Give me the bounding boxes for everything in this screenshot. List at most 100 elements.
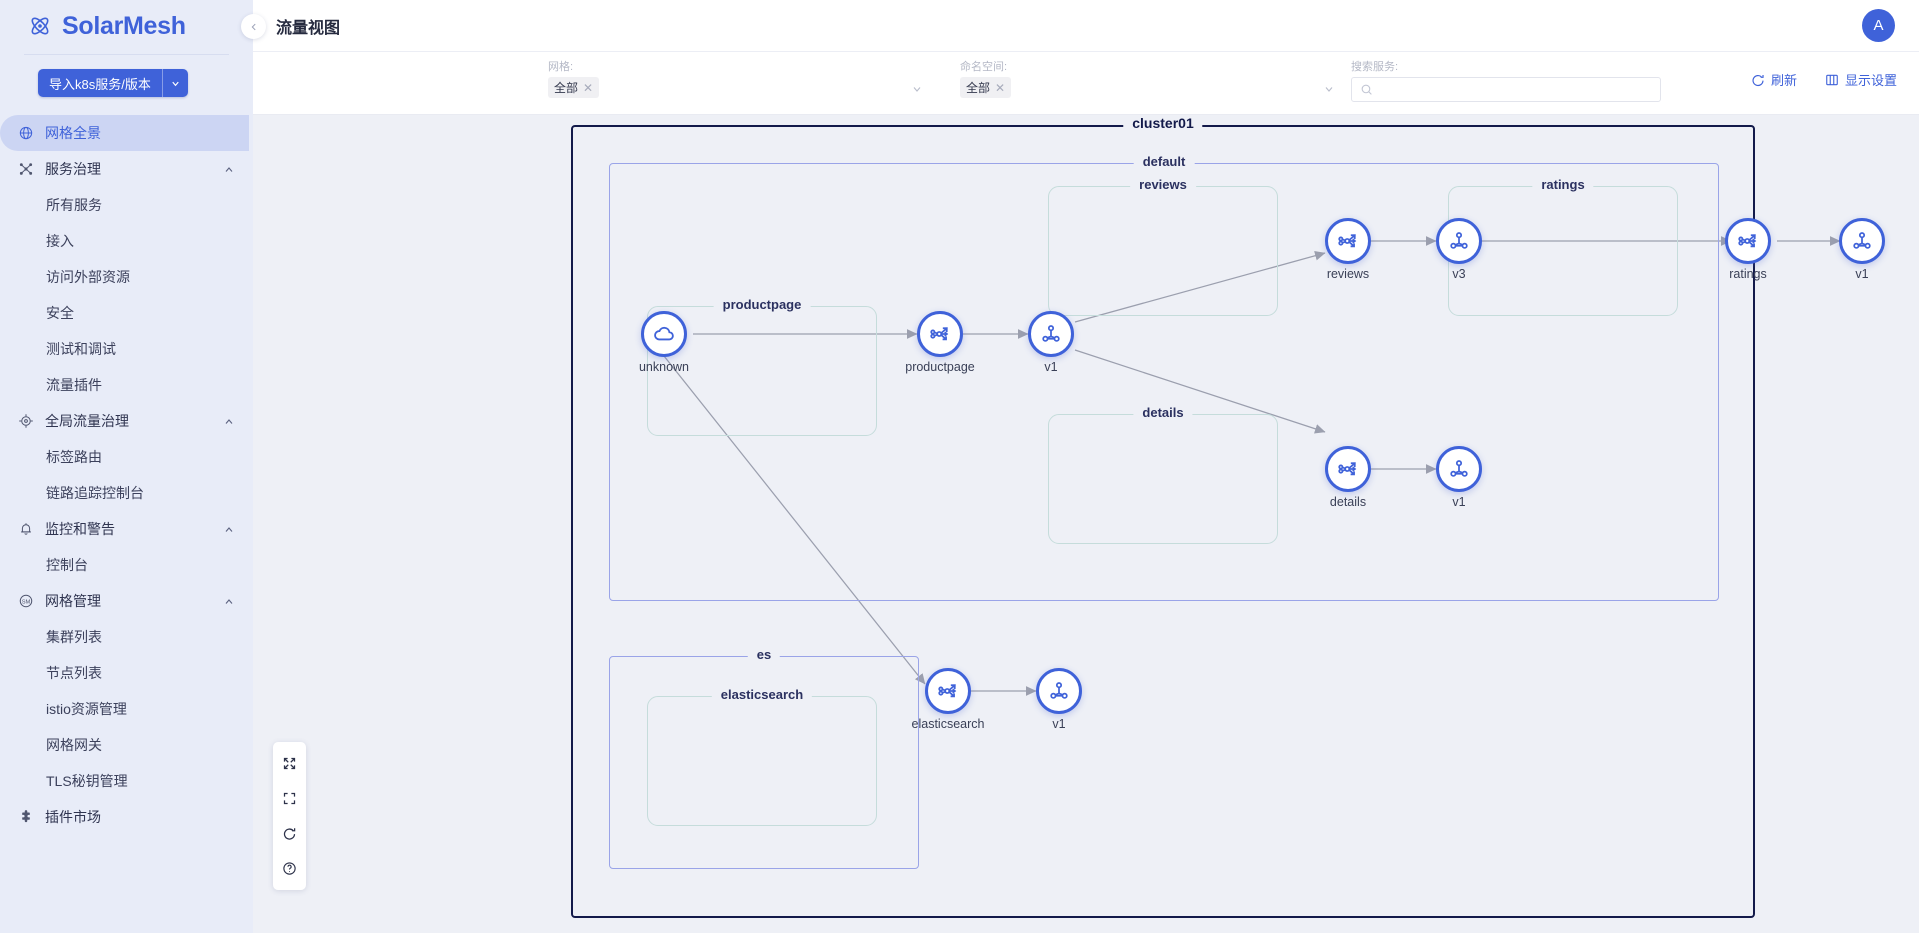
close-icon[interactable]: ✕: [583, 80, 594, 95]
sidebar-item-0[interactable]: 网格全景: [0, 115, 249, 151]
sidebar-item-10[interactable]: 链路追踪控制台: [0, 475, 253, 511]
sidebar-item-9[interactable]: 标签路由: [0, 439, 253, 475]
chevron-up-icon[interactable]: [223, 163, 235, 175]
refresh-button[interactable]: 刷新: [1751, 70, 1797, 89]
expand-button[interactable]: [273, 746, 306, 781]
fit-screen-button[interactable]: [273, 781, 306, 816]
traffic-global-icon: [18, 413, 34, 429]
chevron-up-icon[interactable]: [223, 415, 235, 427]
service-box-title: details: [1133, 405, 1193, 420]
filter-namespace-label: 命名空间:: [960, 61, 1008, 73]
node-label: unknown: [638, 360, 690, 374]
sidebar-item-2[interactable]: 所有服务: [0, 187, 253, 223]
close-icon[interactable]: ✕: [995, 80, 1006, 95]
namespace-box-default[interactable]: default: [609, 154, 1719, 601]
sidebar-item-3[interactable]: 接入: [0, 223, 253, 259]
filter-namespace-select[interactable]: 全部 ✕: [960, 77, 1335, 98]
node-label: v3: [1452, 267, 1466, 281]
filter-mesh-tag-label: 全部: [554, 81, 579, 95]
chevron-down-icon[interactable]: [161, 69, 188, 97]
node-circle[interactable]: [917, 311, 963, 357]
sidebar-menu: 网格全景服务治理所有服务接入访问外部资源安全测试和调试流量插件全局流量治理标签路…: [0, 115, 253, 835]
filter-bar: 网格: 全部 ✕ 命名空间: 全部: [253, 52, 1919, 115]
filter-namespace-tag-label: 全部: [966, 81, 991, 95]
sidebar-item-label: 访问外部资源: [46, 269, 130, 285]
node-circle[interactable]: [925, 668, 971, 714]
sidebar-item-11[interactable]: 监控和警告: [0, 511, 253, 547]
sidebar-item-16[interactable]: istio资源管理: [0, 691, 253, 727]
node-circle[interactable]: [1028, 311, 1074, 357]
brand-name: SolarMesh: [62, 11, 186, 40]
search-box[interactable]: [1351, 77, 1661, 102]
search-input[interactable]: [1373, 82, 1660, 97]
service-box-productpage[interactable]: productpage: [647, 297, 877, 436]
filter-mesh-select[interactable]: 全部 ✕: [548, 77, 923, 98]
sidebar-item-17[interactable]: 网格网关: [0, 727, 253, 763]
display-settings-button-label: 显示设置: [1844, 73, 1897, 88]
node-circle[interactable]: [1436, 446, 1482, 492]
service-box-frame: [1448, 186, 1678, 316]
sidebar-item-label: 所有服务: [46, 197, 102, 213]
help-button[interactable]: [273, 851, 306, 886]
sidebar-item-label: 服务治理: [45, 161, 101, 177]
sidebar-item-12[interactable]: 控制台: [0, 547, 253, 583]
service-box-reviews[interactable]: reviews: [1048, 177, 1278, 316]
brand-logo[interactable]: SolarMesh: [0, 0, 253, 52]
toolbar-actions: 刷新 显示设置: [1751, 70, 1897, 89]
sidebar-item-label: 标签路由: [46, 449, 102, 465]
import-k8s-service-button[interactable]: 导入k8s服务/版本: [38, 69, 188, 97]
sidebar-item-5[interactable]: 安全: [0, 295, 253, 331]
display-settings-button[interactable]: 显示设置: [1825, 70, 1897, 89]
chevron-down-icon[interactable]: [1323, 82, 1335, 94]
sidebar-item-1[interactable]: 服务治理: [0, 151, 253, 187]
chevron-up-icon[interactable]: [223, 523, 235, 535]
node-circle[interactable]: [1839, 218, 1885, 264]
reload-button[interactable]: [273, 816, 306, 851]
graph-tools-panel: [273, 742, 306, 890]
svg-text:SM: SM: [22, 599, 31, 605]
avatar[interactable]: A: [1862, 9, 1895, 42]
filter-namespace-tag[interactable]: 全部 ✕: [960, 77, 1012, 98]
namespace-box-title: es: [747, 647, 781, 662]
service-box-title: reviews: [1130, 177, 1196, 192]
sidebar-item-label: istio资源管理: [46, 701, 127, 717]
service-box-elasticsearch[interactable]: elasticsearch: [647, 687, 877, 826]
node-circle[interactable]: [1325, 218, 1371, 264]
sidebar-item-6[interactable]: 测试和调试: [0, 331, 253, 367]
service-box-ratings[interactable]: ratings: [1448, 177, 1678, 316]
service-box-title: elasticsearch: [711, 687, 813, 702]
node-circle[interactable]: [1436, 218, 1482, 264]
node-circle[interactable]: [1036, 668, 1082, 714]
sidebar-item-18[interactable]: TLS秘钥管理: [0, 763, 253, 799]
sidebar-item-15[interactable]: 节点列表: [0, 655, 253, 691]
namespace-box-es[interactable]: es: [609, 647, 919, 869]
node-circle[interactable]: [641, 311, 687, 357]
refresh-button-label: 刷新: [1770, 73, 1797, 88]
sidebar-item-label: 链路追踪控制台: [46, 485, 144, 501]
node-label: ratings: [1729, 267, 1767, 281]
sidebar-item-14[interactable]: 集群列表: [0, 619, 253, 655]
cluster-box-cluster01[interactable]: cluster01: [571, 116, 1755, 918]
node-label: v1: [1052, 717, 1066, 731]
node-circle[interactable]: [1325, 446, 1371, 492]
sidebar-item-8[interactable]: 全局流量治理: [0, 403, 253, 439]
cloud-node-icon: [654, 326, 674, 341]
chevron-up-icon[interactable]: [223, 595, 235, 607]
sidebar-item-4[interactable]: 访问外部资源: [0, 259, 253, 295]
sidebar-item-label: 插件市场: [45, 809, 101, 825]
node-circle[interactable]: [1725, 218, 1771, 264]
sidebar-item-13[interactable]: SM 网格管理: [0, 583, 253, 619]
service-box-frame: [647, 696, 877, 826]
sidebar-item-7[interactable]: 流量插件: [0, 367, 253, 403]
service-box-details[interactable]: details: [1048, 405, 1278, 544]
graph-canvas[interactable]: cluster01 default productpage reviews: [253, 116, 1919, 933]
chevron-down-icon[interactable]: [911, 82, 923, 94]
sidebar-collapse-button[interactable]: [241, 14, 266, 39]
filter-mesh-tag[interactable]: 全部 ✕: [548, 77, 600, 98]
plugin-market-icon: [18, 809, 34, 825]
node-label: productpage: [905, 360, 975, 374]
sidebar-item-label: 网格管理: [45, 593, 101, 609]
service-node-icon: [1338, 462, 1357, 476]
service-governance-icon: [18, 161, 34, 177]
sidebar-item-19[interactable]: 插件市场: [0, 799, 253, 835]
